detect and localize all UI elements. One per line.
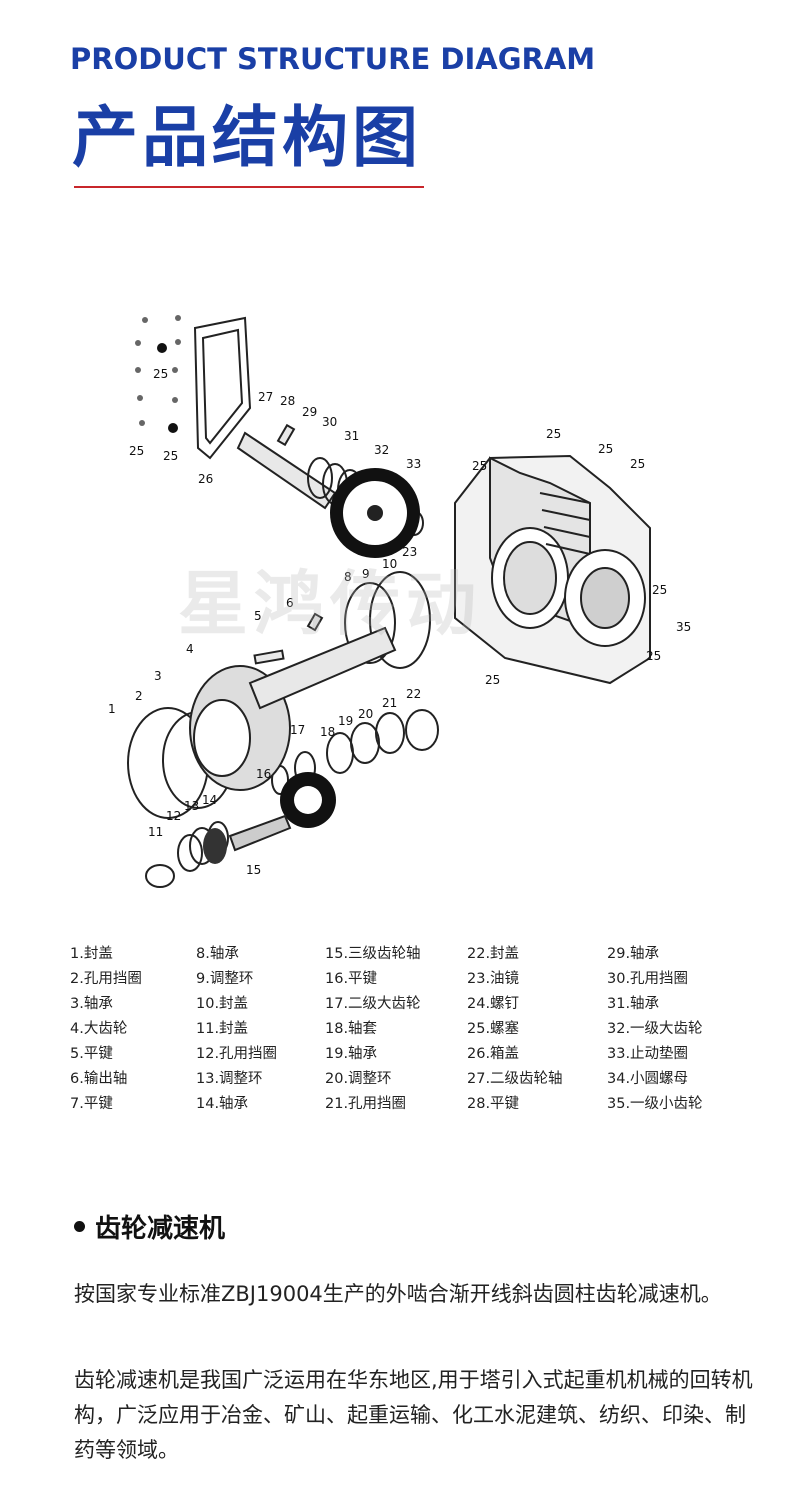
legend-item: 27.二级齿轮轴 [467, 1071, 563, 1087]
legend-item: 32.一级大齿轮 [607, 1021, 703, 1037]
svg-text:5: 5 [254, 609, 262, 623]
svg-text:25: 25 [646, 649, 661, 663]
svg-text:14: 14 [202, 793, 217, 807]
legend-item: 17.二级大齿轮 [325, 996, 421, 1012]
description-paragraph-1: 按国家专业标准ZBJ19004生产的外啮合渐开线斜齿圆柱齿轮减速机。 [74, 1282, 722, 1306]
legend-item: 22.封盖 [467, 946, 520, 962]
svg-text:25: 25 [472, 459, 487, 473]
svg-text:18: 18 [320, 725, 335, 739]
legend-item: 3.轴承 [70, 996, 113, 1012]
svg-text:3: 3 [154, 669, 162, 683]
svg-text:29: 29 [302, 405, 317, 419]
legend-item: 20.调整环 [325, 1071, 392, 1087]
bearing-14 [203, 828, 227, 864]
legend-item: 28.平键 [467, 1096, 520, 1112]
title-underline [74, 186, 424, 188]
svg-text:8: 8 [344, 570, 352, 584]
legend-item: 24.螺钉 [467, 996, 520, 1012]
svg-text:13: 13 [184, 799, 199, 813]
legend-item: 26.箱盖 [467, 1046, 520, 1062]
gear-shaft-27 [236, 423, 337, 510]
legend-item: 33.止动垫圈 [607, 1046, 689, 1062]
svg-text:25: 25 [630, 457, 645, 471]
legend-item: 25.螺塞 [467, 1021, 520, 1037]
svg-text:9: 9 [362, 567, 370, 581]
legend-item: 8.轴承 [196, 946, 239, 962]
output-shaft [248, 612, 397, 710]
section-heading: 齿轮减速机 [74, 1208, 225, 1245]
svg-text:27: 27 [258, 390, 273, 404]
svg-text:12: 12 [166, 809, 181, 823]
gear-shaft-15 [145, 814, 292, 888]
legend-item: 7.平键 [70, 1096, 113, 1112]
svg-text:32: 32 [374, 443, 389, 457]
svg-text:25: 25 [652, 583, 667, 597]
legend-item: 12.孔用挡圈 [196, 1046, 278, 1062]
legend-item: 35.一级小齿轮 [607, 1096, 703, 1112]
legend-item: 19.轴承 [325, 1046, 378, 1062]
legend-item: 30.孔用挡圈 [607, 971, 689, 987]
svg-text:35: 35 [676, 620, 691, 634]
svg-text:28: 28 [280, 394, 295, 408]
svg-text:15: 15 [246, 863, 261, 877]
legend-item: 2.孔用挡圈 [70, 971, 142, 987]
svg-text:25: 25 [129, 444, 144, 458]
housing-cover [193, 316, 252, 460]
legend-item: 14.轴承 [196, 1096, 249, 1112]
svg-text:19: 19 [338, 714, 353, 728]
svg-text:1: 1 [108, 702, 116, 716]
legend-item: 29.轴承 [607, 946, 660, 962]
svg-text:30: 30 [322, 415, 337, 429]
english-title: PRODUCT STRUCTURE DIAGRAM [70, 42, 596, 76]
svg-text:2: 2 [135, 689, 143, 703]
legend-item: 10.封盖 [196, 996, 249, 1012]
parts-legend: 1.封盖 2.孔用挡圈 3.轴承 4.大齿轮 5.平键 6.输出轴 7.平键 8… [70, 942, 750, 1117]
description-paragraph-2: 齿轮减速机是我国广泛运用在华东地区,用于塔引入式起重机机械的回转机构，广泛应用于… [74, 1368, 753, 1462]
legend-item: 15.三级齿轮轴 [325, 946, 421, 962]
svg-text:23: 23 [402, 545, 417, 559]
legend-item: 21.孔用挡圈 [325, 1096, 407, 1112]
svg-text:25: 25 [598, 442, 613, 456]
svg-text:25: 25 [163, 449, 178, 463]
svg-text:16: 16 [256, 767, 271, 781]
legend-item: 1.封盖 [70, 946, 113, 962]
svg-text:10: 10 [382, 557, 397, 571]
legend-item: 6.输出轴 [70, 1071, 128, 1087]
svg-text:21: 21 [382, 696, 397, 710]
svg-text:25: 25 [153, 367, 168, 381]
section-heading-text: 齿轮减速机 [95, 1214, 226, 1244]
svg-text:17: 17 [290, 723, 305, 737]
svg-text:22: 22 [406, 687, 421, 701]
svg-text:11: 11 [148, 825, 163, 839]
legend-item: 18.轴套 [325, 1021, 378, 1037]
legend-item: 23.油镜 [467, 971, 520, 987]
legend-item: 9.调整环 [196, 971, 254, 987]
svg-text:20: 20 [358, 707, 373, 721]
svg-text:26: 26 [198, 472, 213, 486]
watermark-text: 星鸿传动 [178, 563, 482, 645]
legend-item: 34.小圆螺母 [607, 1071, 689, 1087]
legend-item: 4.大齿轮 [70, 1021, 128, 1037]
svg-text:4: 4 [186, 642, 194, 656]
legend-item: 31.轴承 [607, 996, 660, 1012]
svg-text:6: 6 [286, 596, 294, 610]
gearbox-housing [454, 454, 651, 685]
legend-item: 13.调整环 [196, 1071, 263, 1087]
svg-text:25: 25 [485, 673, 500, 687]
page-title: 产品结构图 [72, 99, 422, 176]
svg-text:31: 31 [344, 429, 359, 443]
cover-screws [135, 315, 181, 433]
legend-item: 16.平键 [325, 971, 378, 987]
legend-item: 11.封盖 [196, 1021, 249, 1037]
svg-text:33: 33 [406, 457, 421, 471]
svg-text:25: 25 [546, 427, 561, 441]
bullet-icon [74, 1221, 85, 1232]
legend-item: 5.平键 [70, 1046, 113, 1062]
